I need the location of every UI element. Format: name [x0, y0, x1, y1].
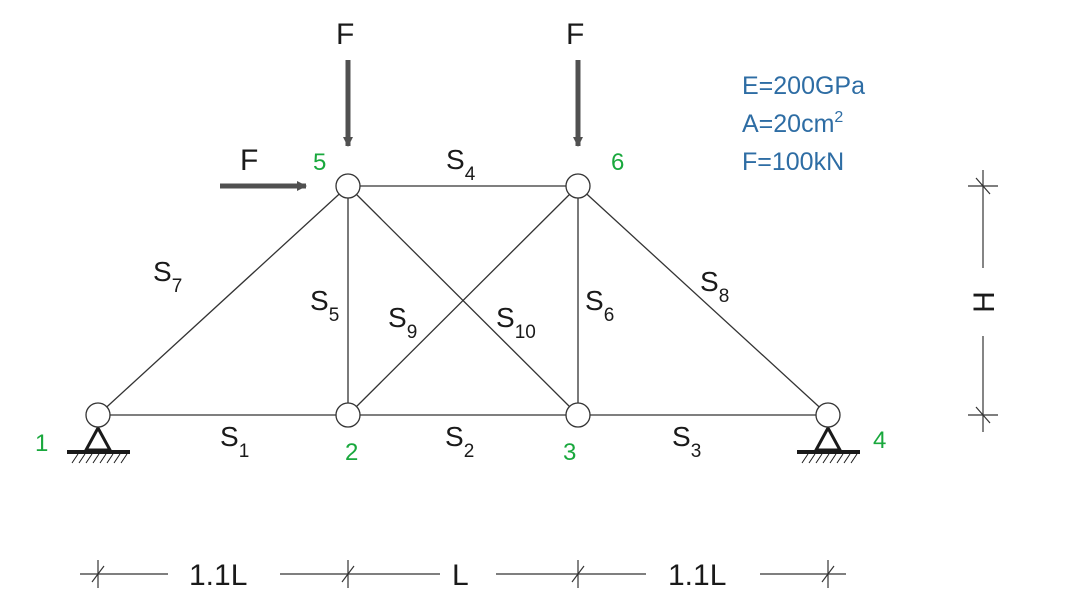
joint-2 [335, 402, 361, 428]
member-label-s9: S9 [388, 302, 417, 343]
node-label: 4 [873, 427, 886, 454]
param-area: A=20cm2 [742, 109, 843, 138]
load-label: F [336, 18, 354, 51]
joint-3 [565, 402, 591, 428]
member-label-s10: S10 [496, 302, 536, 343]
dimension-height: H [968, 291, 1001, 313]
load-label: F [566, 18, 584, 51]
member-label-s7: S7 [153, 256, 182, 297]
dimension-span-3: 1.1L [668, 559, 726, 592]
member-label-s3: S3 [672, 421, 701, 462]
dimension-span-1: 1.1L [189, 559, 247, 592]
joint-5 [335, 173, 361, 199]
truss-members [97, 185, 829, 416]
joint-4 [815, 402, 841, 428]
member-s7 [97, 185, 349, 416]
member-s8 [577, 185, 829, 416]
member-label-s4: S4 [446, 144, 476, 185]
dimension-span-2: L [452, 559, 469, 592]
load-label: F [240, 144, 258, 177]
node-label: 2 [345, 439, 358, 466]
pin-support-node-4 [797, 424, 860, 464]
node-label: 5 [313, 149, 326, 176]
pin-support-node-1 [67, 424, 130, 464]
joint-1 [85, 402, 111, 428]
member-label-s8: S8 [700, 266, 729, 307]
member-label-s1: S1 [220, 421, 249, 462]
member-s10 [347, 185, 579, 416]
node-label: 3 [563, 439, 576, 466]
param-elastic-modulus: E=200GPa [742, 72, 865, 100]
node-label: 1 [35, 430, 48, 457]
horizontal-dimension-line [80, 560, 846, 588]
joint-6 [565, 173, 591, 199]
param-force: F=100kN [742, 148, 844, 176]
node-label: 6 [611, 149, 624, 176]
member-label-s2: S2 [445, 421, 474, 462]
member-label-s5: S5 [310, 285, 339, 326]
vertical-dimension-line [968, 170, 998, 432]
member-label-s6: S6 [585, 285, 614, 326]
